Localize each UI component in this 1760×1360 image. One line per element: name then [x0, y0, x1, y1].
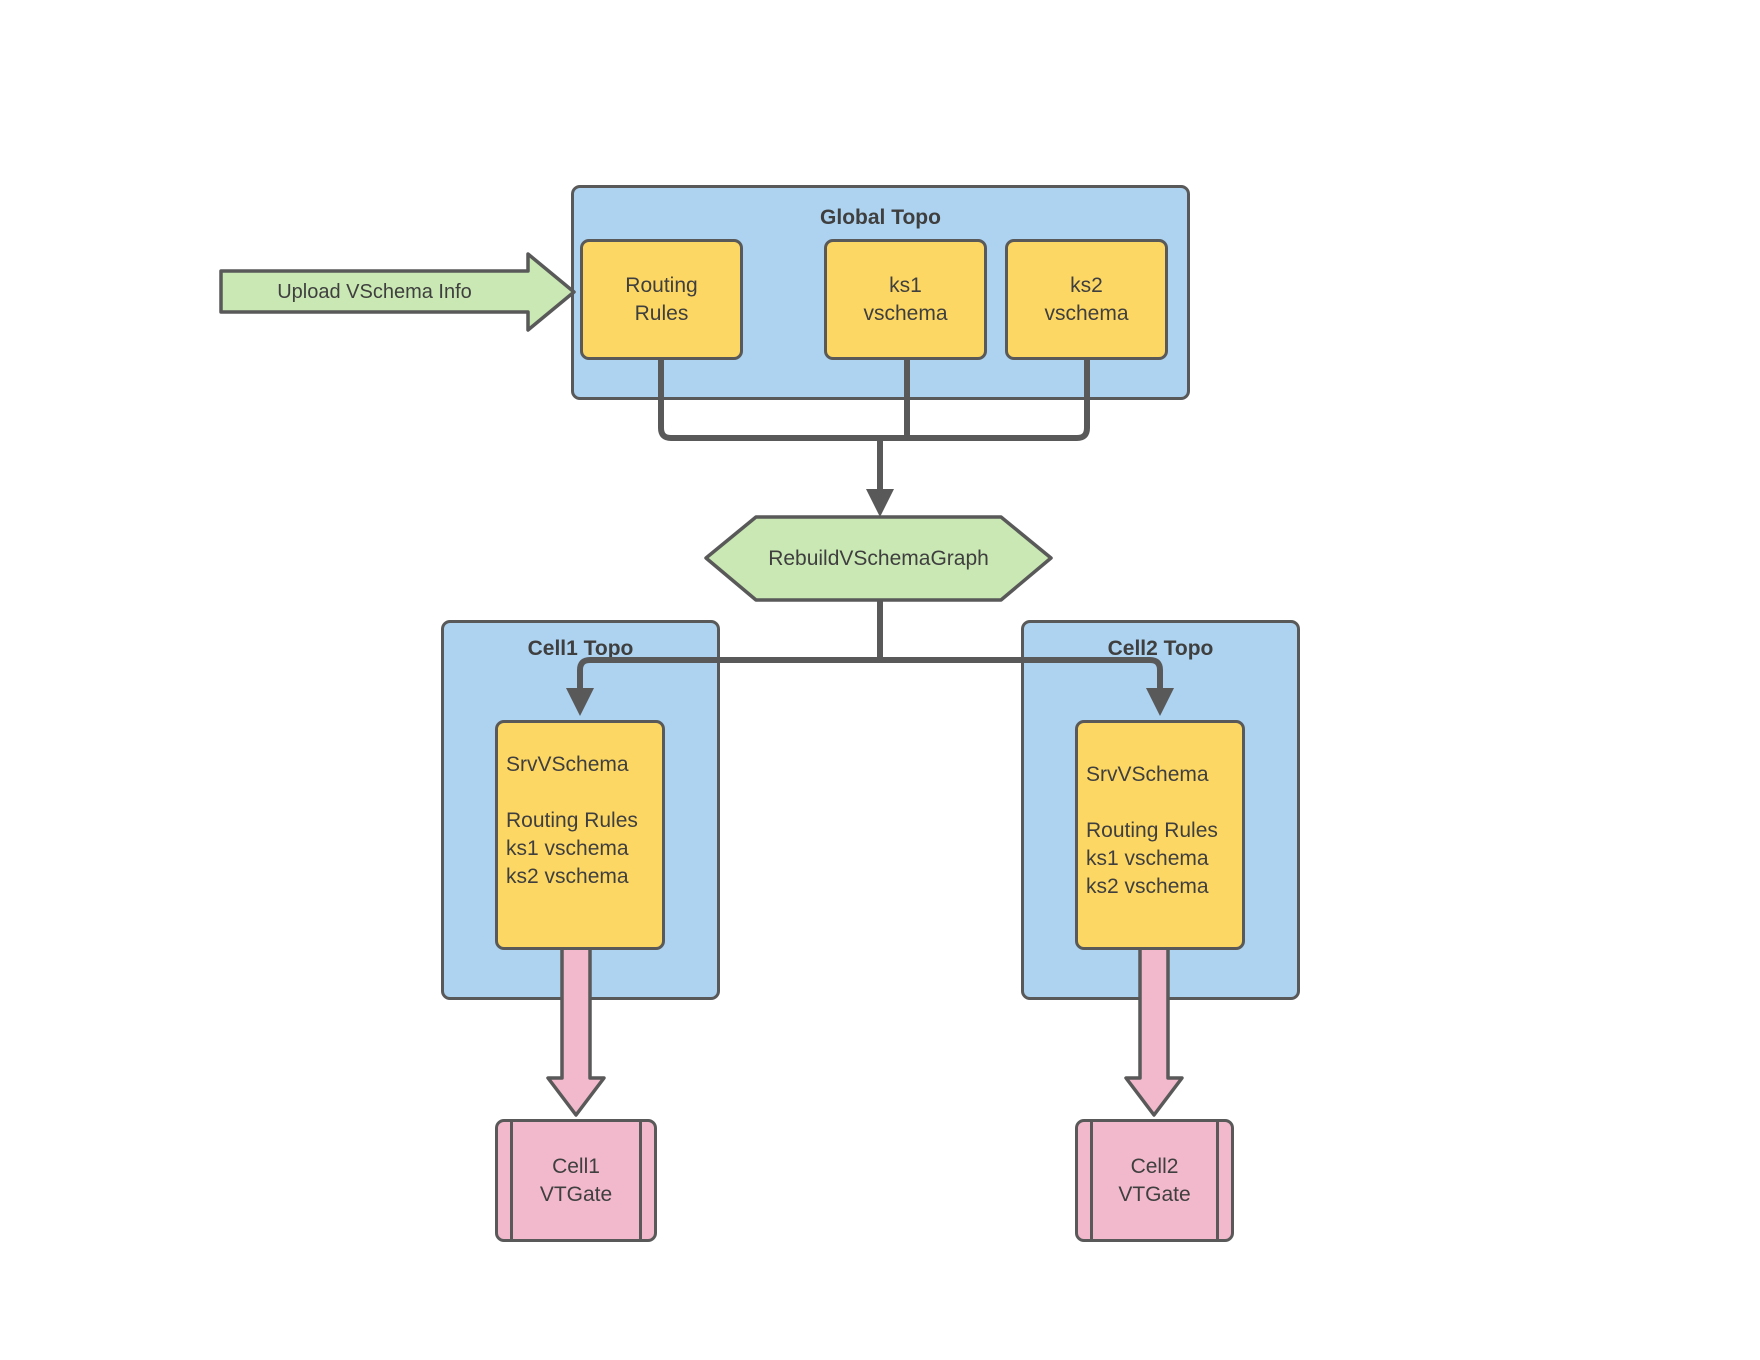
arrowhead-to-hexagon-icon: [866, 489, 894, 517]
routing-rules-node: Routing Rules: [580, 239, 743, 360]
upload-arrow-shape: [219, 252, 576, 332]
cell2-pink-arrow-shape: [1124, 942, 1184, 1117]
vtgate-right-rule: [639, 1122, 642, 1239]
vtgate-left-rule: [510, 1122, 513, 1239]
cell2-topo-title: Cell2 Topo: [1107, 637, 1214, 660]
ks1-vschema-node: ks1 vschema: [824, 239, 987, 360]
upload-arrow-label: Upload VSchema Info: [277, 281, 472, 303]
cell2-srvvschema-node: SrvVSchema Routing Rules ks1 vschema ks2…: [1075, 720, 1245, 950]
rebuild-hexagon-label: RebuildVSchemaGraph: [768, 546, 989, 570]
connector-branch-right: [880, 657, 1163, 690]
ks2-vschema-node: ks2 vschema: [1005, 239, 1168, 360]
global-topo-title: Global Topo: [820, 206, 941, 229]
cell1-srvvschema-node: SrvVSchema Routing Rules ks1 vschema ks2…: [495, 720, 665, 950]
cell1-topo-title: Cell1 Topo: [527, 637, 634, 660]
cell1-pink-arrow-shape: [546, 942, 606, 1117]
cell1-vtgate-label: Cell1 VTGate: [539, 1154, 613, 1206]
cell2-vtgate-node: Cell2 VTGate: [1075, 1119, 1234, 1242]
arrowhead-cell1-icon: [566, 688, 594, 716]
connector-global-bus: [658, 358, 1090, 441]
vtgate-left-rule: [1090, 1122, 1093, 1239]
arrowhead-cell2-icon: [1146, 688, 1174, 716]
cell2-vtgate-label: Cell2 VTGate: [1118, 1154, 1191, 1206]
connector-branch-left: [577, 657, 880, 690]
cell1-vtgate-node: Cell1 VTGate: [495, 1119, 657, 1242]
rebuild-hexagon-shape: [704, 515, 1053, 602]
vtgate-right-rule: [1216, 1122, 1219, 1239]
